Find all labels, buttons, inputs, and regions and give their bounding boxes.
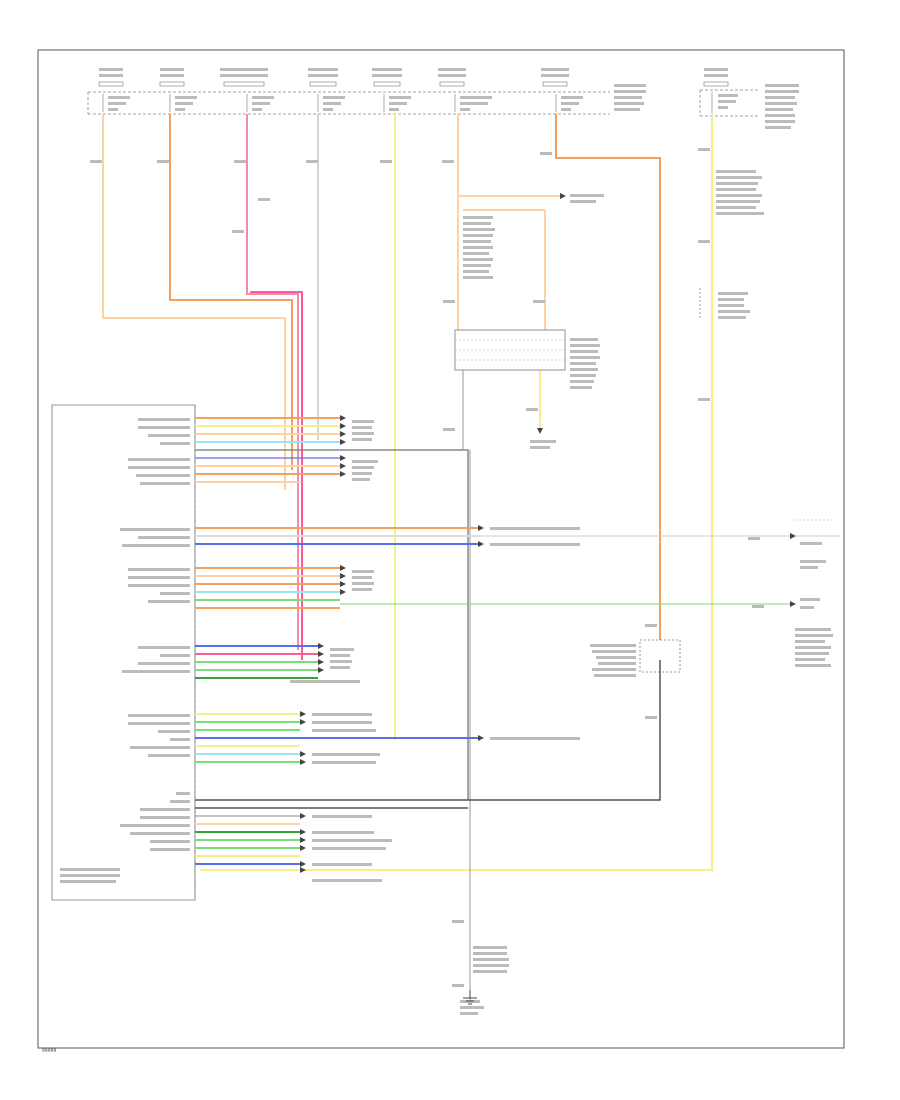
relay-box — [454, 194, 604, 449]
right-sensor — [699, 170, 764, 319]
ground-symbol-icon — [463, 990, 477, 1005]
body-control-module — [51, 404, 196, 901]
footer-code: 99999 — [42, 1048, 56, 1054]
connector-arrows — [290, 193, 796, 1015]
diagram-frame — [37, 49, 845, 1049]
fuse-block-top — [87, 68, 646, 115]
fuse-block-right — [699, 68, 799, 129]
wire-code-marks — [90, 148, 764, 987]
right-module — [590, 519, 835, 677]
module-output-wires — [195, 417, 840, 865]
feed-wires — [102, 114, 713, 1000]
